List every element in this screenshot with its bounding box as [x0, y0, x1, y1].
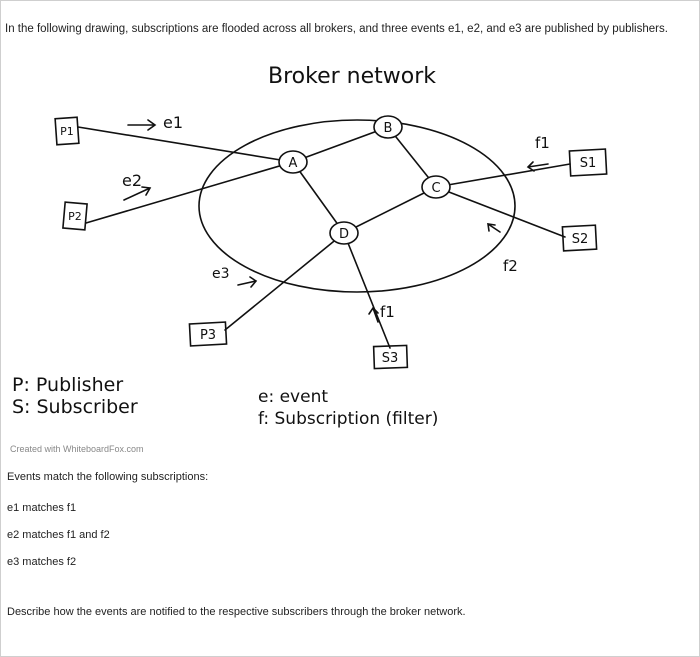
legend-publisher: P: Publisher — [12, 374, 123, 396]
link-c-s2 — [435, 186, 566, 238]
subscriber-s2-label: S2 — [572, 232, 589, 247]
event-e3-label: e3 — [212, 266, 230, 282]
link-p1-a — [77, 126, 294, 163]
publisher-p3-label: P3 — [200, 328, 216, 343]
legend-event: e: event — [258, 387, 328, 407]
filter-f1-s3-label: f1 — [380, 303, 395, 321]
intro-text: In the following drawing, subscriptions … — [5, 23, 668, 35]
subscriber-s2-box — [561, 224, 598, 252]
broker-c-label: C — [431, 181, 440, 196]
link-a-d — [292, 161, 345, 234]
legend-subscriber: S: Subscriber — [12, 396, 138, 418]
publisher-p2-box — [62, 201, 88, 231]
subscriber-s1-box — [568, 148, 608, 177]
link-p3-d — [224, 232, 345, 331]
broker-b-node — [373, 115, 403, 139]
arrow-f1-s1 — [526, 161, 549, 172]
broker-d-node — [329, 221, 359, 245]
publisher-p2-label: P2 — [68, 210, 82, 223]
arrow-f1-s3 — [368, 306, 379, 323]
arrow-e3 — [237, 276, 258, 288]
link-p2-a — [85, 161, 294, 224]
link-d-s3 — [343, 232, 391, 349]
event-e1-label: e1 — [163, 113, 183, 132]
arrow-e2 — [123, 186, 152, 201]
broker-c-node — [421, 175, 451, 199]
arrow-e1 — [127, 119, 157, 131]
network-boundary — [198, 119, 516, 293]
match-e1: e1 matches f1 — [7, 502, 77, 514]
filter-f1-s1-label: f1 — [535, 134, 550, 152]
publisher-p1-label: P1 — [60, 125, 74, 138]
match-e2: e2 matches f1 and f2 — [7, 529, 110, 541]
link-c-s1 — [435, 163, 571, 188]
match-e3: e3 matches f2 — [7, 556, 77, 568]
broker-network-diagram: Broker network A B C D P1 P2 P3 S1 S2 S3… — [12, 64, 608, 429]
filter-f2-label: f2 — [503, 257, 518, 275]
link-a-b — [292, 126, 389, 163]
subscriber-s1-label: S1 — [580, 156, 597, 171]
arrow-f2 — [487, 223, 501, 233]
link-b-c — [387, 126, 437, 188]
link-d-c — [343, 186, 437, 234]
subscriber-s3-label: S3 — [382, 351, 399, 366]
broker-d-label: D — [339, 227, 349, 242]
broker-a-node — [278, 150, 308, 174]
broker-a-label: A — [289, 156, 298, 171]
publisher-p1-box — [54, 116, 80, 146]
event-e2-label: e2 — [122, 171, 142, 190]
watermark: Created with WhiteboardFox.com — [10, 444, 144, 454]
subscriber-s3-box — [372, 344, 409, 370]
broker-b-label: B — [384, 121, 393, 136]
publisher-p3-box — [188, 321, 228, 347]
diagram-title: Broker network — [268, 64, 436, 89]
question-prompt: Describe how the events are notified to … — [7, 606, 466, 618]
legend-filter: f: Subscription (filter) — [258, 409, 438, 429]
matches-heading: Events match the following subscriptions… — [7, 471, 209, 483]
